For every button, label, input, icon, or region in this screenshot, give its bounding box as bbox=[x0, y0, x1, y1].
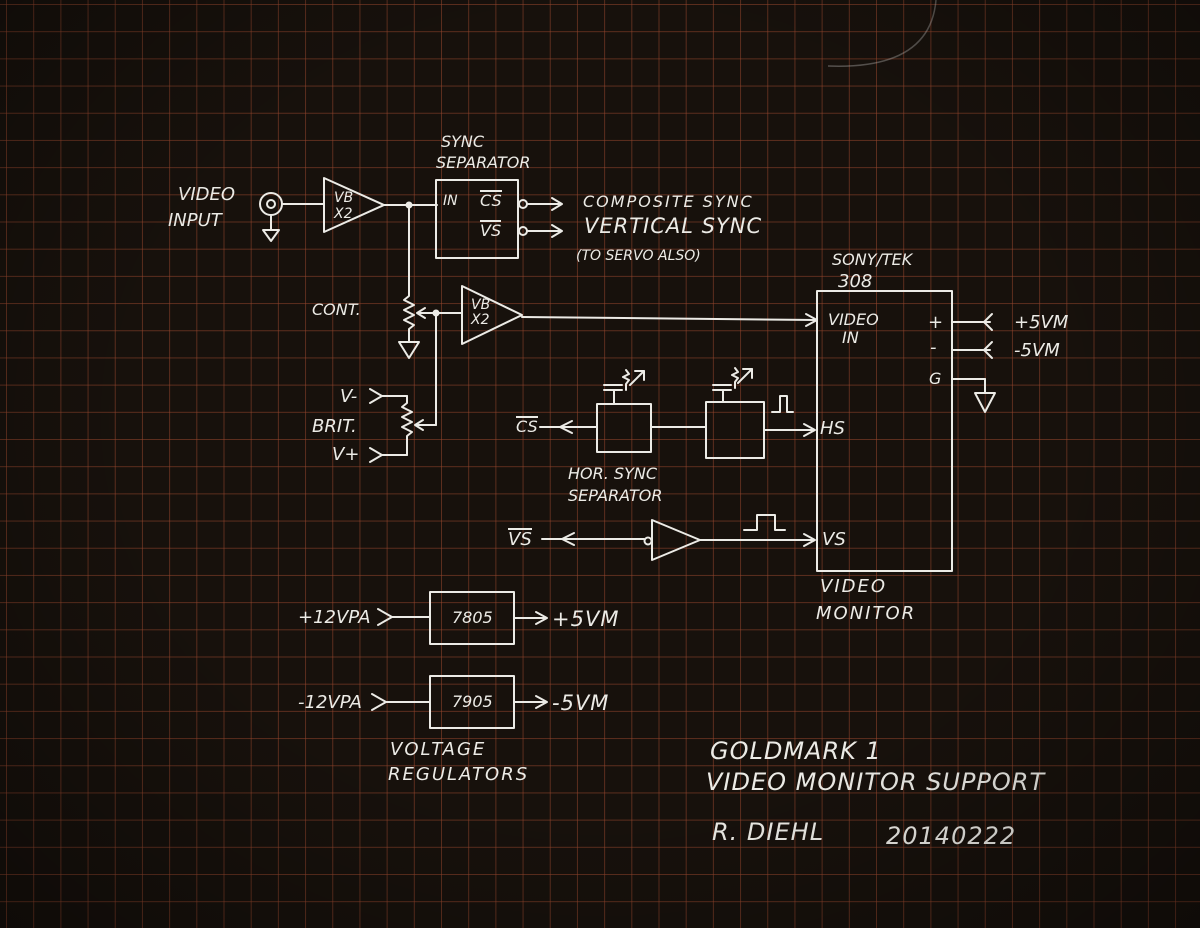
hor-sync-title-1: HOR. SYNC bbox=[568, 464, 657, 483]
hor-sync-title-2: SEPARATOR bbox=[568, 486, 663, 505]
monitor-title-2: MONITOR bbox=[816, 603, 917, 624]
brightness-potentiometer-icon bbox=[369, 388, 437, 463]
input-jack-icon bbox=[259, 192, 283, 242]
vs-buffer bbox=[541, 514, 816, 561]
video-in-label-1: VIDEO bbox=[828, 310, 879, 329]
v-minus-label: V- bbox=[340, 386, 358, 407]
video-buffer-2 bbox=[461, 285, 523, 345]
author-label: R. DIEHL bbox=[712, 818, 825, 846]
regulator-7805 bbox=[377, 591, 548, 645]
hsync-cs-input: CS bbox=[516, 416, 538, 436]
reg-in-pos: +12VPA bbox=[298, 607, 371, 628]
sync-cs-label: CS bbox=[480, 190, 502, 210]
hor-sync-separator bbox=[539, 367, 816, 459]
contrast-label: CONT. bbox=[312, 300, 361, 319]
supply-pos-label: +5VM bbox=[1014, 312, 1069, 333]
bright-label: BRIT. bbox=[312, 416, 357, 437]
reg-out-pos: +5VM bbox=[552, 607, 620, 631]
sync-sep-title-1: SYNC bbox=[441, 132, 485, 151]
title-line-1: GOLDMARK 1 bbox=[710, 737, 882, 765]
vs-pin-label: VS bbox=[822, 529, 846, 550]
video-in-label-2: IN bbox=[842, 328, 859, 347]
date-label: 20140222 bbox=[886, 822, 1017, 850]
sync-sep-title-2: SEPARATOR bbox=[436, 153, 531, 172]
reg-chip-7905: 7905 bbox=[452, 692, 493, 711]
minus-pin-label: - bbox=[930, 337, 937, 358]
plus-pin-label: + bbox=[928, 312, 944, 333]
vertical-sync-label: VERTICAL SYNC bbox=[584, 214, 763, 238]
ground-icon bbox=[974, 392, 996, 413]
video-buffer-1 bbox=[323, 177, 385, 233]
v-plus-label: V+ bbox=[332, 444, 360, 465]
supply-neg-label: -5VM bbox=[1014, 340, 1060, 361]
hs-pin-label: HS bbox=[820, 418, 845, 439]
buffer1-label-2: X2 bbox=[334, 206, 353, 222]
regulators-title-2: REGULATORS bbox=[388, 764, 530, 785]
buffer1-label-1: VB bbox=[334, 190, 354, 206]
monitor-title-1: VIDEO bbox=[820, 576, 888, 597]
sync-separator-box bbox=[435, 179, 519, 259]
title-line-2: VIDEO MONITOR SUPPORT bbox=[706, 768, 1046, 796]
reg-in-neg: -12VPA bbox=[298, 692, 362, 713]
ground-pin-label: G bbox=[929, 369, 942, 388]
sync-vs-label: VS bbox=[480, 220, 502, 240]
servo-note: (TO SERVO ALSO) bbox=[576, 248, 701, 264]
regulator-7905 bbox=[371, 675, 548, 729]
reg-out-neg: -5VM bbox=[552, 691, 610, 715]
reg-chip-7805: 7805 bbox=[452, 608, 493, 627]
video-input-label-1: VIDEO bbox=[178, 184, 236, 205]
video-input-label-2: INPUT bbox=[168, 210, 222, 231]
regulators-title-1: VOLTAGE bbox=[390, 739, 487, 760]
contrast-potentiometer-icon bbox=[398, 289, 437, 359]
buffer2-label-2: X2 bbox=[471, 312, 490, 328]
sync-in-label: IN bbox=[443, 193, 458, 209]
buffer2-label-1: VB bbox=[471, 297, 491, 313]
monitor-model-2: 308 bbox=[838, 271, 873, 292]
video-monitor-box bbox=[816, 290, 953, 572]
composite-sync-label: COMPOSITE SYNC bbox=[583, 192, 754, 211]
wire-video-to-monitor bbox=[521, 316, 817, 321]
hsync-vs-input: VS bbox=[508, 528, 532, 550]
monitor-model-1: SONY/TEK bbox=[832, 250, 913, 269]
